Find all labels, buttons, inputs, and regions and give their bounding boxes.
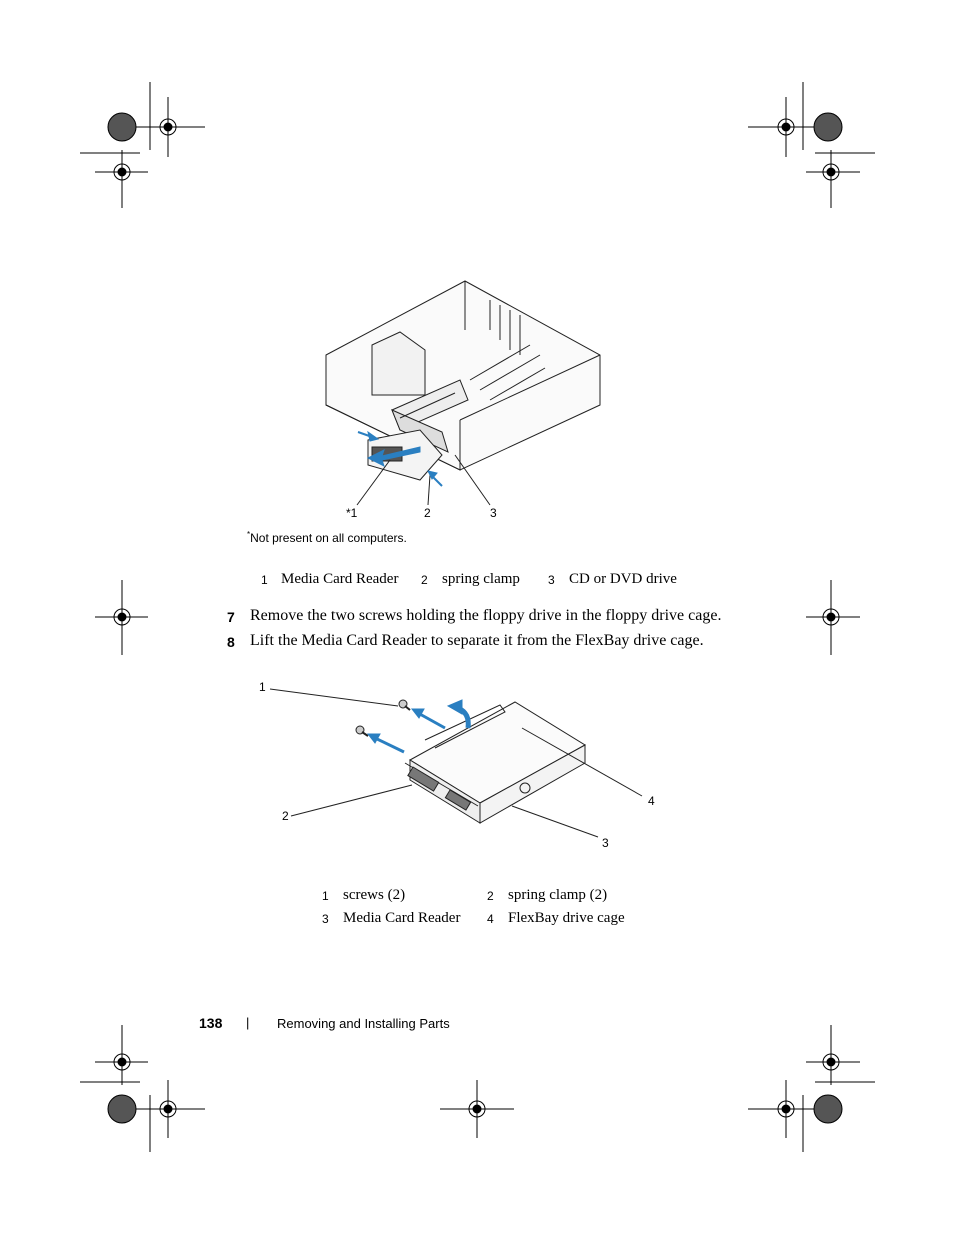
figure1-legend-num-2: 2 (421, 573, 428, 587)
figure1-callout-3: 3 (490, 506, 497, 520)
footer-section-title: Removing and Installing Parts (277, 1016, 450, 1031)
figure1-legend-text-3: CD or DVD drive (569, 571, 677, 587)
figure2-legend-num-2: 2 (487, 889, 494, 903)
step-8-text: Lift the Media Card Reader to separate i… (250, 632, 704, 649)
figure1-callout-1: *1 (346, 506, 358, 520)
figure2-legend-text-2: spring clamp (2) (508, 887, 608, 903)
figure2-legend-text-1: screws (2) (343, 887, 406, 903)
figure1-legend-text-2: spring clamp (442, 571, 520, 587)
figure2-legend-num-4: 4 (487, 912, 494, 926)
footnote-mark: * (247, 530, 251, 539)
figure2-legend-num-1: 1 (322, 889, 329, 903)
figure2-callout-4: 4 (648, 794, 655, 808)
figure2-legend-text-4: FlexBay drive cage (508, 910, 625, 926)
figure2-legend-num-3: 3 (322, 912, 329, 926)
footer-separator: | (246, 1015, 250, 1030)
figure1-legend-text-1: Media Card Reader (281, 571, 399, 587)
step-8-number: 8 (227, 634, 235, 650)
step-7-text: Remove the two screws holding the floppy… (250, 607, 722, 624)
figure2-callout-2: 2 (282, 809, 289, 823)
step-7-number: 7 (227, 609, 235, 625)
figure1-legend-num-1: 1 (261, 573, 268, 587)
figure1-legend-num-3: 3 (548, 573, 555, 587)
figure2-callout-1: 1 (259, 680, 266, 694)
figure1-footnote: *Not present on all computers. (247, 530, 407, 545)
figure1-callout-2: 2 (424, 506, 431, 520)
figure2-legend-text-3: Media Card Reader (343, 910, 461, 926)
figure2-callout-3: 3 (602, 836, 609, 850)
footnote-text: Not present on all computers. (250, 531, 407, 545)
page-number: 138 (199, 1015, 223, 1031)
